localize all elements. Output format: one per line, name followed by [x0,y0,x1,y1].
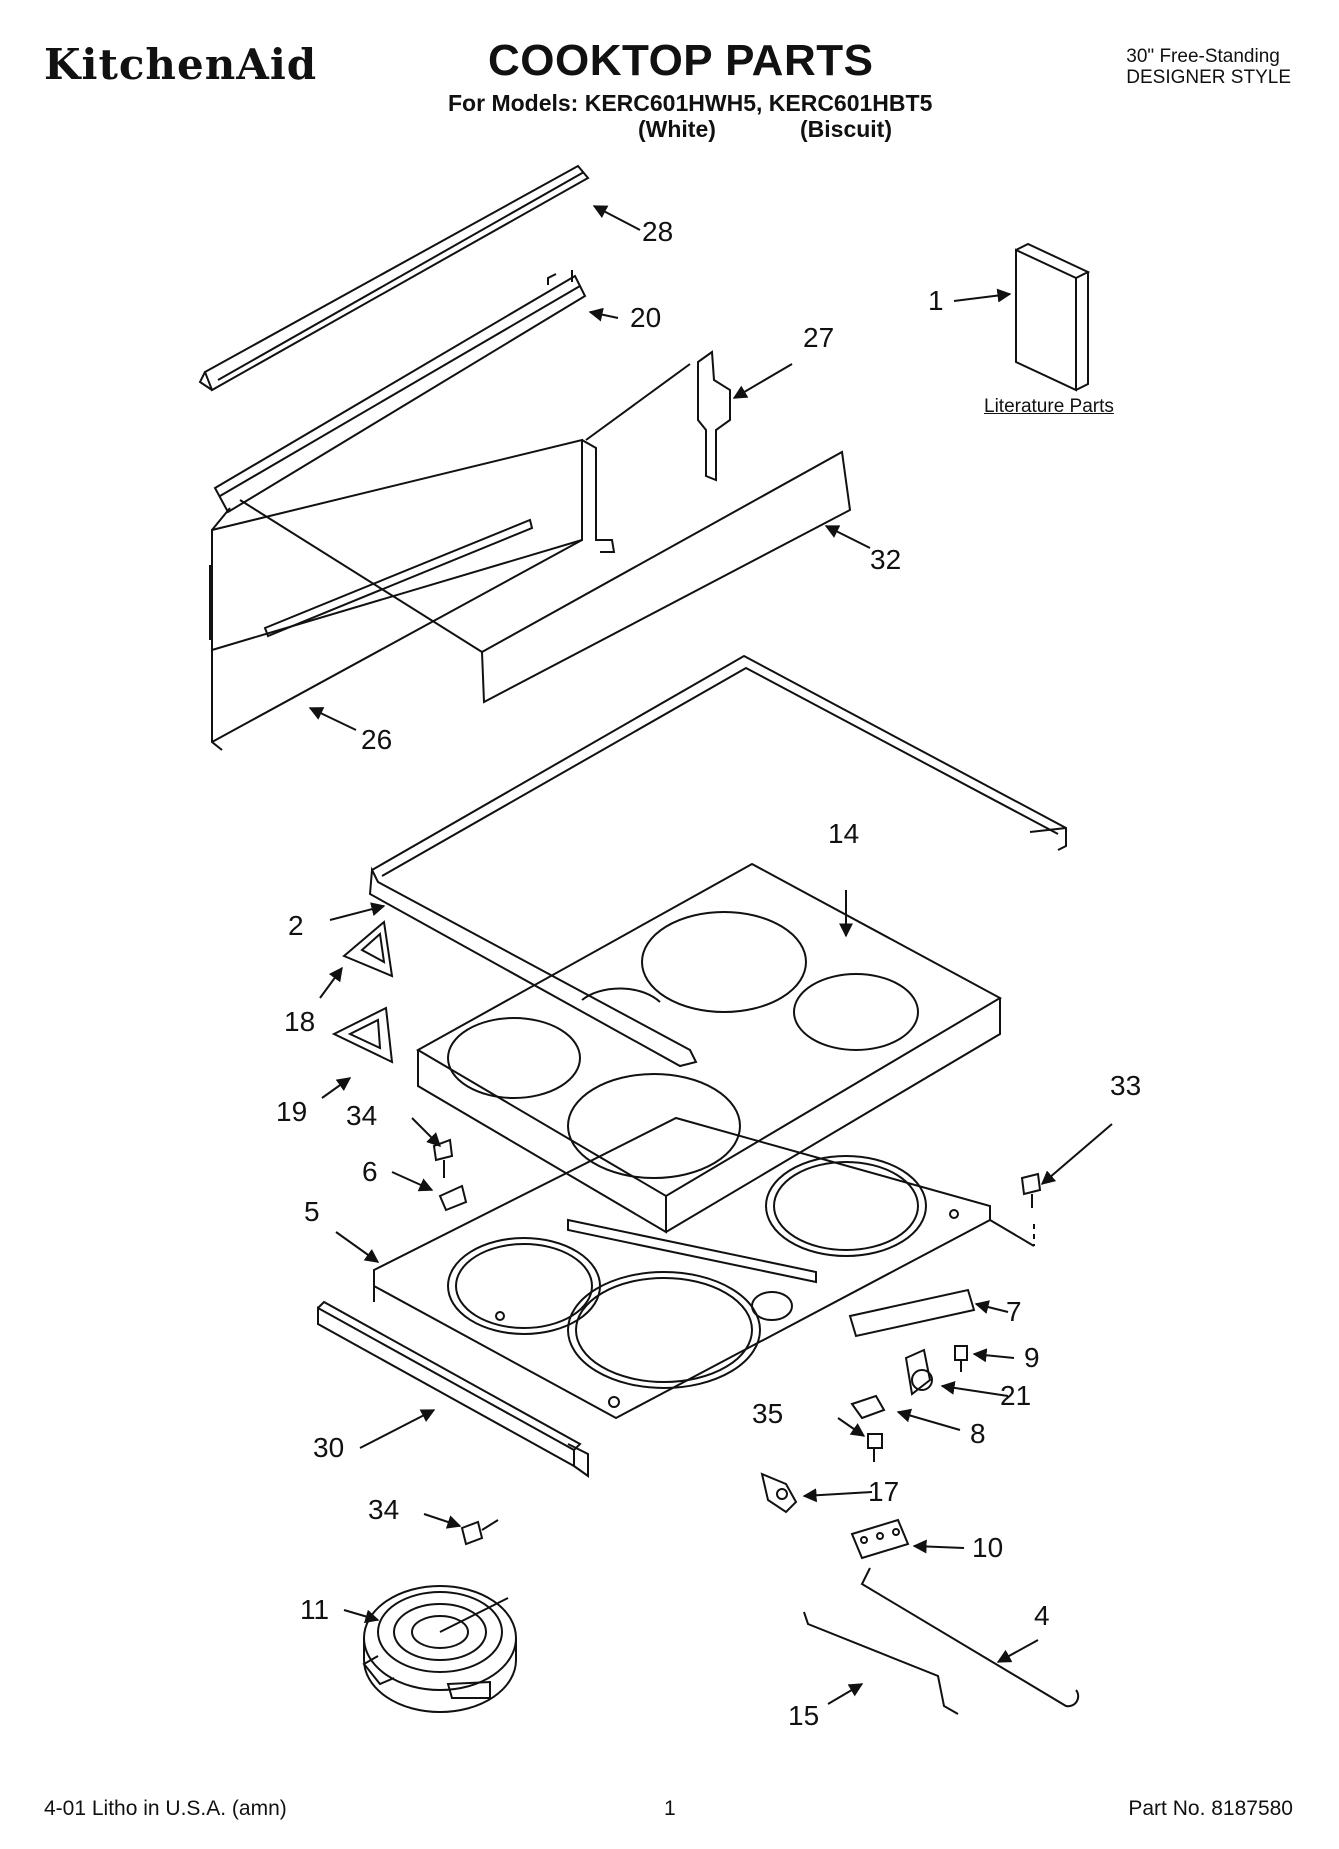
callout-5: 5 [304,1196,320,1227]
part-18-cap [342,920,394,978]
part-5-cooktop-base [373,1116,1035,1420]
part-9-screw [954,1345,968,1372]
callout-20: 20 [630,302,662,333]
callout-4: 4 [1034,1600,1050,1631]
callout-33: 33 [1110,1070,1142,1101]
callout-7: 7 [1006,1296,1022,1327]
page-title: COOKTOP PARTS [488,36,874,85]
part-6-clip [438,1184,468,1212]
part-2-frame [368,654,1067,1068]
callout-34-upper: 34 [346,1100,378,1131]
part-26-backguard [209,438,616,751]
callout-35: 35 [752,1398,784,1429]
part-21-limiter [904,1348,933,1396]
part-33-screw [1020,1172,1042,1208]
part-32-glass [239,450,852,704]
part-8-clip [850,1394,886,1420]
callout-17: 17 [868,1476,900,1507]
part-27-bracket [585,350,731,482]
callout-28: 28 [642,216,674,247]
callout-1: 1 [928,285,944,316]
part-34-screw-upper [432,1138,454,1178]
part-20-channel [213,270,587,514]
style-line-2: DESIGNER STYLE [1126,67,1291,88]
callout-30: 30 [313,1432,345,1463]
callout-21: 21 [1000,1380,1032,1411]
part-14-glass-cooktop [415,862,1003,1234]
literature-parts-label: Literature Parts [984,396,1114,417]
callout-11: 11 [300,1594,330,1625]
callout-19: 19 [276,1096,308,1127]
footer-page-number: 1 [664,1797,676,1820]
part-15-wire [803,1611,959,1715]
callout-18: 18 [284,1006,316,1037]
part-17-terminal [760,1472,798,1514]
part-30-front-trim [317,1300,589,1478]
style-info: 30" Free-Standing DESIGNER STYLE [1126,46,1291,88]
part-28-trim [198,164,590,392]
callout-9: 9 [1024,1342,1040,1373]
models-line: For Models: KERC601HWH5, KERC601HBT5 [448,90,933,116]
callout-14: 14 [828,818,860,849]
brand-logo: KitchenAid [44,40,318,89]
variant-white: (White) [638,116,716,142]
part-35-screw [867,1433,883,1462]
part-19-gasket [331,1006,394,1064]
footer-part-number: Part No. 8187580 [1128,1797,1293,1820]
callout-6: 6 [362,1156,378,1187]
variant-biscuit: (Biscuit) [800,116,892,142]
callout-26: 26 [361,724,393,755]
callout-8: 8 [970,1418,986,1449]
footer-litho: 4-01 Litho in U.S.A. (amn) [44,1797,287,1820]
part-7-bracket [848,1288,976,1338]
part-4-wire [860,1567,1080,1708]
callout-2: 2 [288,910,304,941]
callout-27: 27 [803,322,835,353]
part-34-screw-lower [460,1519,499,1546]
leader-arrows [308,205,1113,1705]
style-line-1: 30" Free-Standing [1126,46,1280,67]
part-11-surface-element [362,1585,517,1713]
part-10-block [850,1518,910,1560]
callout-34-lower: 34 [368,1494,400,1525]
callout-10: 10 [972,1532,1004,1563]
part-1-literature [1015,242,1091,392]
callout-32: 32 [870,544,902,575]
callout-15: 15 [788,1700,820,1731]
